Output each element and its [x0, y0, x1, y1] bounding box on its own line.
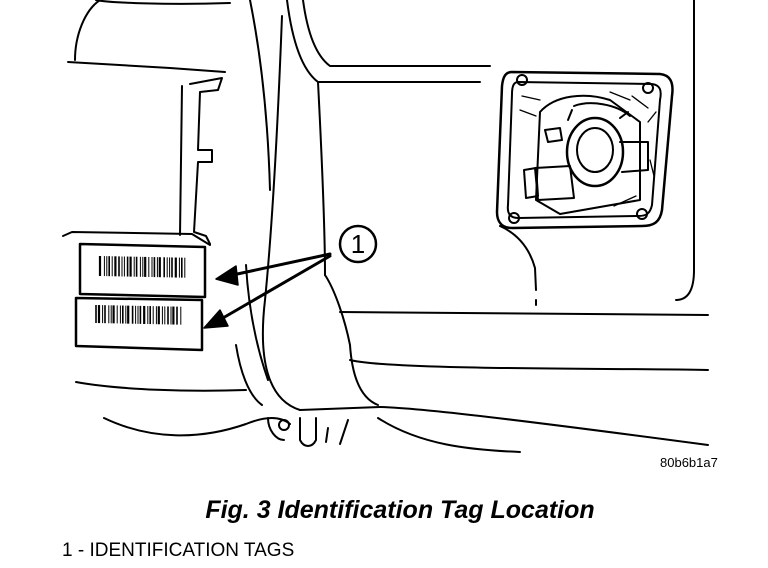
- body-pillar: [235, 0, 491, 411]
- upper-tag-barcode: [98, 256, 186, 278]
- mounting-bracket: [62, 77, 223, 246]
- upper-body-panel: [67, 0, 271, 191]
- cover-hatching: [519, 91, 657, 207]
- legend-item: 1 - IDENTIFICATION TAGS: [62, 540, 295, 561]
- floor-panel-lines: [75, 311, 709, 453]
- callout-leader-arrows: [203, 252, 332, 329]
- upper-identification-tag: [78, 242, 207, 299]
- floor-edge-curve: [499, 0, 695, 306]
- lower-identification-tag: [74, 296, 204, 352]
- lower-tag-barcode: [95, 305, 182, 325]
- image-reference-code: 80b6b1a7: [660, 455, 718, 470]
- callout-marker: 1: [338, 224, 378, 264]
- figure-title: Fig. 3 Identification Tag Location: [205, 496, 595, 524]
- lower-fittings: [267, 417, 349, 447]
- access-cover-plate: [495, 70, 674, 230]
- callout-number: 1: [351, 229, 365, 259]
- identification-tag-diagram: 1: [62, 0, 709, 453]
